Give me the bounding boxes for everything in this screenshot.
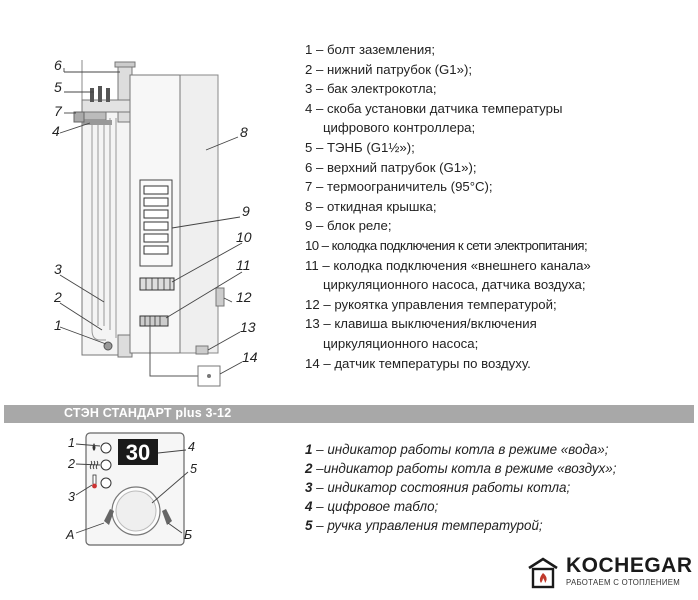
display-value: 30	[126, 440, 150, 465]
legend-item: 4 – скоба установки датчика температуры	[305, 100, 563, 116]
control-panel-diagram: 30 1 2 3 4 5 А Б	[65, 432, 197, 546]
scale-marker-a	[104, 509, 114, 525]
legend-item: 3 – бак электрокотла;	[305, 81, 437, 97]
brand-name: KOCHEGAR	[566, 554, 693, 577]
legend-item: 13 – клавиша выключения/включения	[305, 316, 537, 332]
panel-legend-item: 4 – цифровое табло;	[305, 499, 439, 514]
legend-item-continued: цифрового контроллера;	[323, 120, 476, 136]
legend-item: 8 – откидная крышка;	[305, 198, 437, 214]
brand-logo[interactable]: KOCHEGAR РАБОТАЕМ С ОТОПЛЕНИЕМ	[526, 554, 692, 590]
callout-5: 5	[54, 79, 62, 95]
panel-legend: 1 – индикатор работы котла в режиме «вод…	[305, 440, 616, 535]
legend-item: 7 – термоограничитель (95°С);	[305, 179, 493, 195]
ground-bolt	[103, 341, 113, 351]
panel-legend-item: 5 – ручка управления температурой;	[305, 518, 543, 533]
panel-legend-item: 3 – индикатор состояния работы котла;	[305, 480, 571, 495]
callout-8: 8	[240, 124, 248, 140]
panel-legend-item: 2 –индикатор работы котла в режиме «возд…	[305, 461, 617, 476]
callout-13: 13	[240, 319, 256, 335]
section-title-band: СТЭН СТАНДАРТ plus 3-12	[4, 405, 694, 423]
legend-item: 12 – рукоятка управления температурой;	[305, 296, 557, 312]
digital-display	[118, 439, 158, 465]
scale-marker-b	[162, 509, 172, 525]
boiler-legend: 1 – болт заземления; 2 – нижний патрубок…	[305, 40, 625, 373]
boiler-tank-housing	[81, 109, 131, 356]
callout-9: 9	[242, 203, 250, 219]
callout-12: 12	[236, 289, 252, 305]
legend-item: 9 – блок реле;	[305, 218, 392, 234]
hinged-cover	[179, 74, 219, 354]
legend-item-continued: циркуляционного насоса;	[323, 335, 479, 351]
pump-switch	[195, 345, 209, 355]
legend-item: 1 – болт заземления;	[305, 42, 436, 57]
indicator-status	[100, 477, 112, 489]
legend-item: 6 – верхний патрубок (G1»);	[305, 159, 477, 175]
callout-3: 3	[54, 261, 62, 277]
temperature-control-handle	[215, 287, 225, 307]
legend-item: 2 – нижний патрубок (G1»);	[305, 61, 472, 77]
external-channel-terminal-block	[139, 315, 169, 327]
stove-icon	[528, 557, 558, 589]
callout-10: 10	[236, 229, 252, 245]
callout-2: 2	[53, 289, 62, 305]
callout-6: 6	[54, 57, 62, 73]
panel-callout-4: 4	[188, 440, 195, 454]
section-title: СТЭН СТАНДАРТ plus 3-12	[64, 406, 232, 420]
callout-1: 1	[54, 317, 62, 333]
callout-4: 4	[52, 123, 60, 139]
indicator-air	[100, 459, 112, 471]
legend-item: 14 – датчик температуры по воздуху.	[305, 355, 531, 371]
callout-14: 14	[242, 349, 258, 365]
panel-callout-5: 5	[190, 462, 197, 476]
panel-callout-a: А	[65, 528, 74, 542]
panel-callout-1: 1	[68, 436, 75, 450]
legend-item-continued: циркуляционного насоса, датчика воздуха;	[323, 277, 586, 293]
legend-item: 10 – колодка подключения к сети электроп…	[305, 237, 588, 253]
brand-tagline: РАБОТАЕМ С ОТОПЛЕНИЕМ	[566, 578, 681, 587]
boiler-diagram: 6 5 7 4 8 9 10 11 3 2 12 1 13 14	[52, 57, 258, 387]
panel-callout-2: 2	[67, 457, 75, 471]
callout-7: 7	[54, 103, 63, 119]
legend-item: 11 – колодка подключения «внешнего канал…	[305, 257, 591, 273]
power-terminal-block	[139, 277, 175, 291]
thermometer-icon	[92, 474, 97, 489]
panel-legend-item: 1 – индикатор работы котла в режиме «вод…	[305, 442, 609, 457]
panel-callout-3: 3	[68, 490, 75, 504]
callout-11: 11	[236, 257, 251, 273]
panel-callout-b: Б	[184, 528, 192, 542]
indicator-water	[100, 442, 112, 454]
legend-item: 5 – ТЭНБ (G1½»);	[305, 139, 415, 155]
